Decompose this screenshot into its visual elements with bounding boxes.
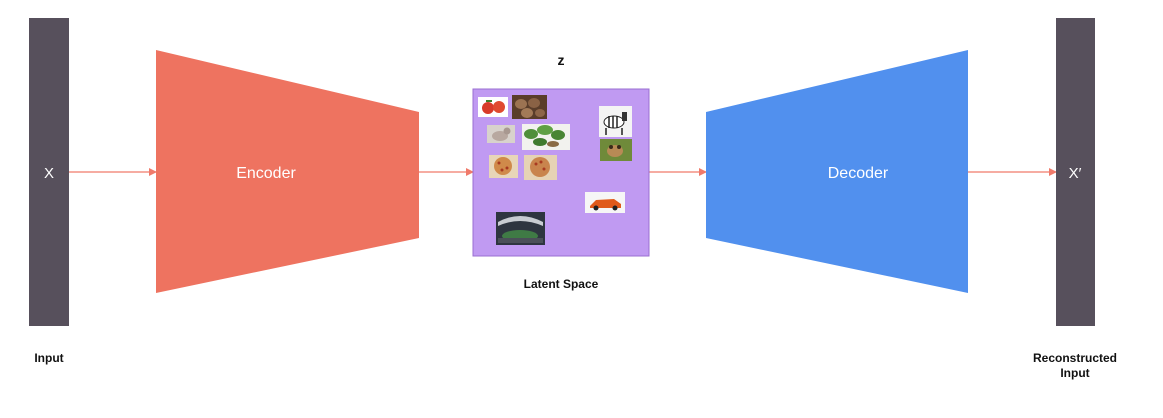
output-symbol: X′ xyxy=(1069,165,1082,182)
basil-thumbnail xyxy=(522,124,570,150)
output-caption: Reconstructed Input xyxy=(1032,351,1118,380)
input-symbol: X xyxy=(44,165,54,182)
encoder-block xyxy=(156,50,419,293)
latent-thumbnails xyxy=(478,95,632,245)
input-bar xyxy=(29,18,69,326)
zebra-thumbnail xyxy=(599,106,632,137)
cat-thumbnail xyxy=(487,125,515,143)
input-caption: Input xyxy=(34,351,64,365)
latent-symbol: z xyxy=(558,52,565,68)
latent-space-caption: Latent Space xyxy=(523,277,599,291)
potatoes-thumbnail xyxy=(512,95,547,119)
stadium-thumbnail xyxy=(496,212,545,245)
decoder-label: Decoder xyxy=(828,165,889,182)
sports-car-thumbnail xyxy=(585,192,625,213)
pizza-thumbnail-2 xyxy=(524,155,557,180)
encoder-label: Encoder xyxy=(236,165,296,182)
cat-on-grass-thumbnail xyxy=(600,139,632,161)
tomato-thumbnail xyxy=(478,97,508,117)
pizza-thumbnail-1 xyxy=(489,155,518,178)
output-bar xyxy=(1056,18,1095,326)
decoder-block xyxy=(706,50,968,293)
